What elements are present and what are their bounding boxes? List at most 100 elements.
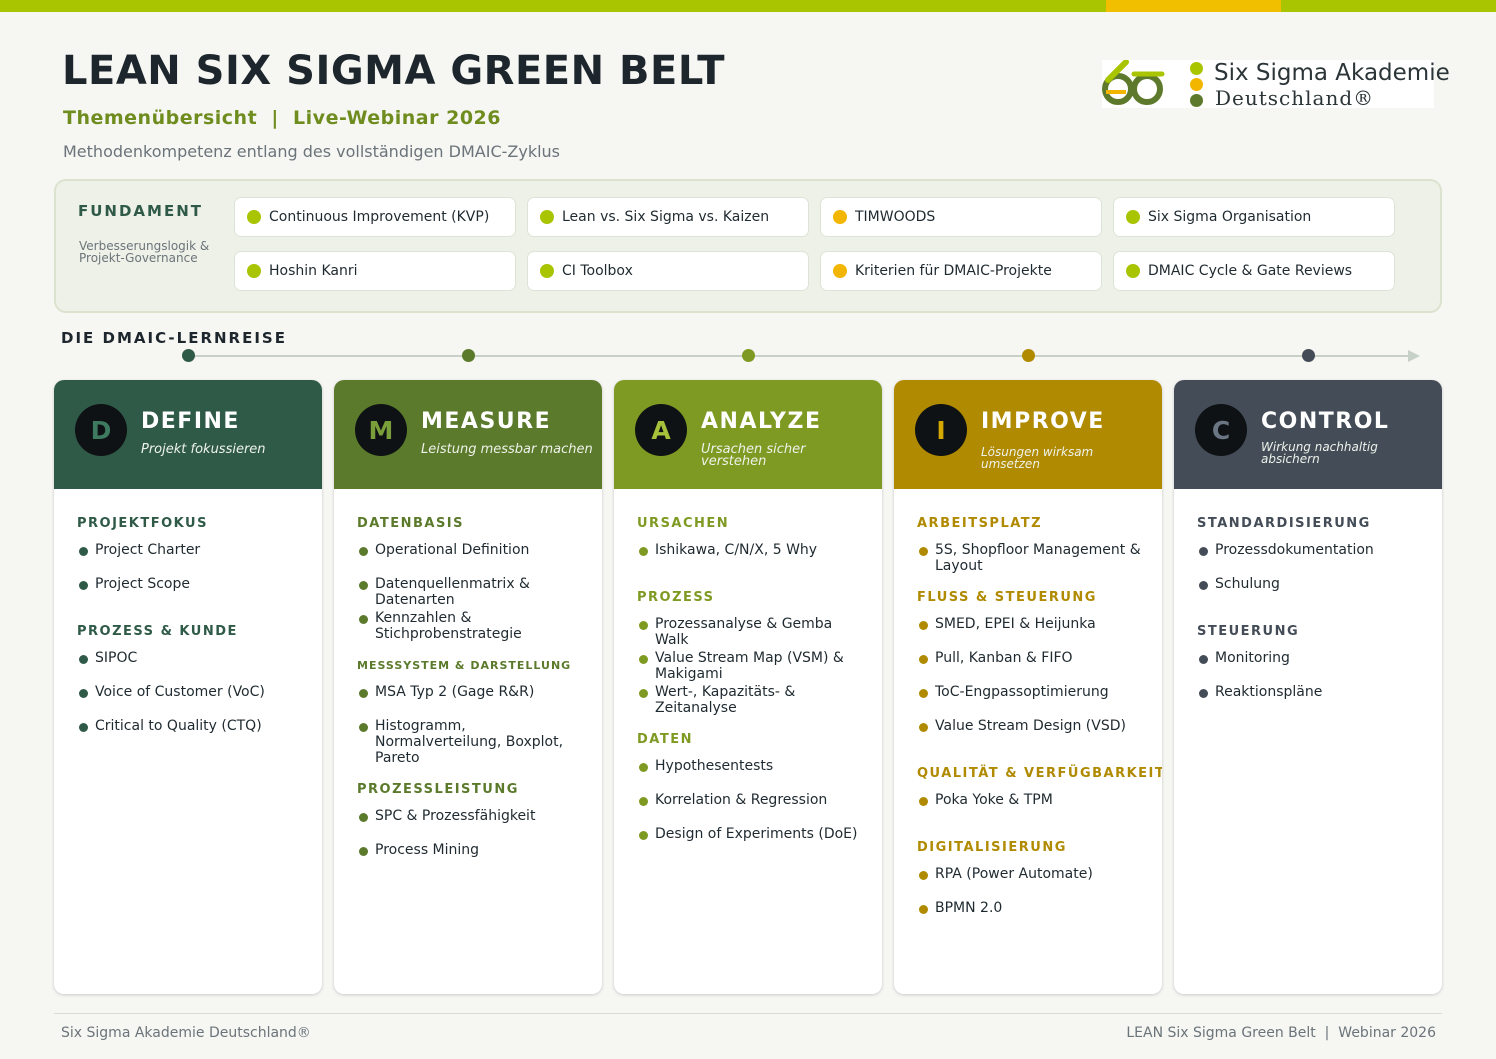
bullet-dot-icon — [359, 547, 368, 556]
logo-dots — [1188, 60, 1204, 108]
topic-item: BPMN 2.0 — [935, 900, 1003, 916]
topic-dot-icon — [833, 210, 847, 224]
topic-dot-icon — [1126, 210, 1140, 224]
bullet-dot-icon — [919, 871, 928, 880]
timeline-dot-control — [1302, 349, 1315, 362]
bullet-dot-icon — [919, 905, 928, 914]
fundament-panel: FUNDAMENT Verbesserungslogik & Projekt-G… — [54, 179, 1442, 313]
section-title: PROJEKTFOKUS — [77, 516, 208, 531]
phase-subtitle: Wirkung nachhaltig absichern — [1261, 440, 1378, 466]
logo-line-1: Six Sigma Akademie — [1214, 60, 1450, 86]
fundament-topic: Hoshin Kanri — [234, 251, 516, 291]
bullet-dot-icon — [639, 547, 648, 556]
logo-dot — [1190, 62, 1203, 75]
section-title: DIGITALISIERUNG — [917, 840, 1067, 855]
topic-item: SPC & Prozessfähigkeit — [375, 808, 536, 824]
bullet-dot-icon — [919, 723, 928, 732]
bullet-dot-icon — [919, 689, 928, 698]
topic-item: Operational Definition — [375, 542, 530, 558]
bullet-dot-icon — [79, 723, 88, 732]
bullet-dot-icon — [79, 689, 88, 698]
top-color-bar — [0, 0, 1496, 12]
timeline-line — [188, 355, 1410, 357]
phase-subtitle: Projekt fokussieren — [141, 442, 266, 457]
fundament-topic-label: CI Toolbox — [562, 263, 633, 279]
bullet-dot-icon — [639, 763, 648, 772]
section-title: PROZESSLEISTUNG — [357, 782, 519, 797]
bullet-dot-icon — [919, 547, 928, 556]
fundament-topic-label: Lean vs. Six Sigma vs. Kaizen — [562, 209, 770, 225]
phase-letter-badge: I — [915, 404, 967, 456]
bullet-dot-icon — [639, 797, 648, 806]
fundament-topic: Continuous Improvement (KVP) — [234, 197, 516, 237]
sixty-logo-icon — [1102, 60, 1165, 105]
bullet-dot-icon — [359, 581, 368, 590]
phase-letter-badge: C — [1195, 404, 1247, 456]
section-title: STANDARDISIERUNG — [1197, 516, 1371, 531]
topic-item: 5S, Shopfloor Management & Layout — [935, 542, 1141, 574]
page-tagline: Methodenkompetenz entlang des vollständi… — [63, 142, 560, 161]
fundament-topic-label: Six Sigma Organisation — [1148, 209, 1312, 225]
topic-dot-icon — [540, 210, 554, 224]
fundament-topic: CI Toolbox — [527, 251, 809, 291]
bullet-dot-icon — [919, 655, 928, 664]
section-title: URSACHEN — [637, 516, 730, 531]
topic-item: Schulung — [1215, 576, 1280, 592]
topic-item: Critical to Quality (CTQ) — [95, 718, 262, 734]
phase-letter-badge: D — [75, 404, 127, 456]
fundament-topic-label: Kriterien für DMAIC-Projekte — [855, 263, 1052, 279]
logo-dot — [1190, 78, 1203, 91]
top-accent-bar — [1106, 0, 1281, 12]
topic-item: Ishikawa, C/N/X, 5 Why — [655, 542, 818, 558]
fundament-title: FUNDAMENT — [78, 202, 203, 220]
section-title: PROZESS — [637, 590, 715, 605]
topic-item: Reaktionspläne — [1215, 684, 1323, 700]
bullet-dot-icon — [919, 621, 928, 630]
timeline-arrow-icon — [1408, 350, 1420, 362]
topic-item: Value Stream Map (VSM) & Makigami — [655, 650, 844, 682]
fundament-subtitle: Verbesserungslogik & Projekt-Governance — [79, 239, 210, 265]
topic-dot-icon — [833, 264, 847, 278]
fundament-topic-label: Continuous Improvement (KVP) — [269, 209, 490, 225]
topic-item: RPA (Power Automate) — [935, 866, 1093, 882]
topic-dot-icon — [247, 264, 261, 278]
topic-item: SIPOC — [95, 650, 138, 666]
phase-name: MEASURE — [421, 409, 552, 434]
bullet-dot-icon — [79, 655, 88, 664]
phase-name: CONTROL — [1261, 409, 1390, 434]
bullet-dot-icon — [359, 723, 368, 732]
phase-subtitle: Ursachen sicher verstehen — [701, 442, 806, 469]
topic-item: Monitoring — [1215, 650, 1290, 666]
topic-dot-icon — [540, 264, 554, 278]
bullet-dot-icon — [1199, 547, 1208, 556]
bullet-dot-icon — [639, 689, 648, 698]
section-title: ARBEITSPLATZ — [917, 516, 1043, 531]
journey-label: DIE DMAIC-LERNREISE — [61, 329, 287, 347]
section-title: DATEN — [637, 732, 693, 747]
bullet-dot-icon — [919, 797, 928, 806]
topic-item: Value Stream Design (VSD) — [935, 718, 1126, 734]
topic-dot-icon — [247, 210, 261, 224]
topic-item: Voice of Customer (VoC) — [95, 684, 265, 700]
bullet-dot-icon — [1199, 655, 1208, 664]
topic-item: Project Scope — [95, 576, 190, 592]
bullet-dot-icon — [639, 831, 648, 840]
topic-item: MSA Typ 2 (Gage R&R) — [375, 684, 535, 700]
topic-item: Korrelation & Regression — [655, 792, 828, 808]
phase-header: C CONTROL Wirkung nachhaltig absichern — [1174, 380, 1442, 489]
topic-item: Histogramm, Normalverteilung, Boxplot, P… — [375, 718, 564, 766]
bullet-dot-icon — [359, 689, 368, 698]
fundament-topic-label: DMAIC Cycle & Gate Reviews — [1148, 263, 1353, 279]
page-subtitle: Themenübersicht | Live-Webinar 2026 — [63, 107, 501, 129]
phase-letter-badge: M — [355, 404, 407, 456]
company-logo: Six Sigma Akademie Deutschland® — [1102, 60, 1450, 110]
topic-item: Prozessanalyse & Gemba Walk — [655, 616, 833, 648]
section-title: QUALITÄT & VERFÜGBARKEIT — [917, 766, 1162, 781]
topic-item: Pull, Kanban & FIFO — [935, 650, 1073, 666]
phase-subtitle: Lösungen wirksam umsetzen — [981, 445, 1094, 471]
